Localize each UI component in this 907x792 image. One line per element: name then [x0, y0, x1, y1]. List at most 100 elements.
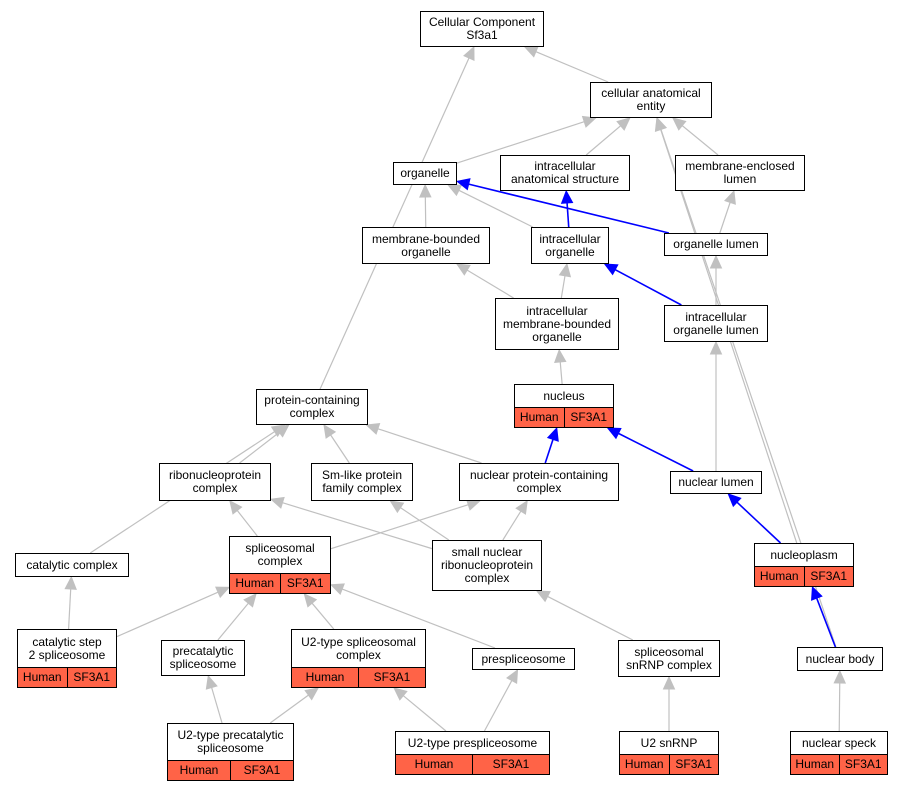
node-nuclear-speck[interactable]: nuclear speck Human SF3A1 — [790, 731, 888, 775]
node-membrane-enclosed-lumen[interactable]: membrane-enclosed lumen — [675, 155, 805, 191]
node-label: intracellular organelle lumen — [673, 309, 759, 337]
edge-pcc-to-cc — [319, 57, 470, 390]
node-label: Cellular Component Sf3a1 — [428, 15, 536, 42]
annotation-gene: SF3A1 — [563, 408, 613, 427]
annotation-species: Human — [396, 755, 472, 774]
node-label: catalytic step 2 spliceosome — [28, 634, 106, 662]
node-intracellular-organelle-lumen[interactable]: intracellular organelle lumen — [664, 305, 768, 342]
node-organelle-lumen[interactable]: organelle lumen — [664, 233, 768, 256]
edge-u2spc-to-spc — [311, 602, 335, 630]
node-sm-like-protein-family-complex[interactable]: Sm-like protein family complex — [311, 463, 413, 501]
edge-ns-to-nb — [838, 682, 841, 732]
annotation-row: Human SF3A1 — [18, 667, 116, 687]
node-nuclear-lumen[interactable]: nuclear lumen — [670, 471, 762, 494]
arrowhead-icon — [455, 263, 471, 276]
arrowhead-icon — [419, 183, 432, 198]
annotation-species: Human — [755, 567, 804, 586]
node-u2-type-prespliceosome[interactable]: U2-type prespliceosome Human SF3A1 — [395, 731, 550, 775]
node-label: Sm-like protein family complex — [321, 468, 403, 495]
node-label: prespliceosome — [481, 651, 566, 666]
node-label: nucleoplasm — [770, 547, 838, 562]
edge-organelle-to-cae — [456, 121, 585, 164]
arrowhead-icon — [727, 493, 742, 508]
edge-io-to-organelle — [458, 189, 534, 228]
node-label: protein-containing complex — [264, 393, 360, 420]
node-nuclear-protein-containing-complex[interactable]: nuclear protein-containing complex — [459, 463, 619, 501]
annotation-species: Human — [292, 668, 358, 687]
annotation-row: Human SF3A1 — [755, 566, 853, 586]
edge-u2presp-to-u2spc — [402, 695, 447, 732]
annotation-gene: SF3A1 — [838, 755, 887, 774]
annotation-gene: SF3A1 — [230, 761, 293, 780]
node-nucleus[interactable]: nucleus Human SF3A1 — [514, 384, 614, 428]
node-nucleoplasm[interactable]: nucleoplasm Human SF3A1 — [754, 543, 854, 587]
annotation-gene: SF3A1 — [358, 668, 425, 687]
node-small-nuclear-ribonucleoprotein-complex[interactable]: small nuclear ribonucleoprotein complex — [432, 540, 542, 591]
annotation-row: Human SF3A1 — [620, 754, 718, 774]
edge-imbo-to-io — [560, 275, 566, 299]
arrowhead-icon — [724, 189, 736, 205]
annotation-row: Human SF3A1 — [292, 667, 425, 687]
node-u2-type-spliceosomal-complex[interactable]: U2-type spliceosomal complex Human SF3A1 — [291, 629, 426, 688]
annotation-row: Human SF3A1 — [791, 754, 887, 774]
node-nuclear-body[interactable]: nuclear body — [797, 647, 883, 671]
node-membrane-bounded-organelle[interactable]: membrane-bounded organelle — [362, 227, 490, 264]
arrowhead-icon — [215, 586, 231, 599]
annotation-species: Human — [18, 668, 67, 687]
node-label: nucleus — [543, 388, 585, 403]
node-u2-type-precatalytic-spliceosome[interactable]: U2-type precatalytic spliceosome Human S… — [167, 723, 294, 781]
node-u2-snrnp[interactable]: U2 snRNP Human SF3A1 — [619, 731, 719, 775]
node-catalytic-complex[interactable]: catalytic complex — [15, 553, 129, 577]
node-intracellular-organelle[interactable]: intracellular organelle — [531, 227, 609, 264]
node-cellular-anatomical-entity[interactable]: cellular anatomical entity — [590, 82, 712, 118]
arrowhead-icon — [616, 117, 631, 131]
arrowhead-icon — [811, 585, 823, 601]
node-label: precatalytic spliceosome — [169, 644, 237, 671]
arrowhead-icon — [546, 426, 559, 442]
edge-spc-to-npc — [330, 504, 469, 550]
arrowhead-icon — [64, 575, 77, 590]
node-label: intracellular organelle — [539, 231, 601, 259]
arrowhead-icon — [329, 583, 345, 596]
node-intracellular-membrane-bounded-organelle[interactable]: intracellular membrane-bounded organelle — [495, 298, 619, 350]
edge-presp-to-spc — [341, 588, 496, 649]
node-spliceosomal-snrnp-complex[interactable]: spliceosomal snRNP complex — [618, 640, 720, 677]
annotation-gene: SF3A1 — [66, 668, 116, 687]
node-precatalytic-spliceosome[interactable]: precatalytic spliceosome — [161, 640, 245, 676]
annotation-gene: SF3A1 — [279, 574, 330, 593]
node-catalytic-step-2-spliceosome[interactable]: catalytic step 2 spliceosome Human SF3A1 — [17, 629, 117, 688]
arrowhead-icon — [833, 669, 847, 684]
node-label: U2-type prespliceosome — [407, 735, 538, 750]
node-intracellular-anatomical-structure[interactable]: intracellular anatomical structure — [500, 155, 630, 191]
annotation-gene: SF3A1 — [472, 755, 549, 774]
arrowhead-icon — [270, 424, 286, 438]
node-label: cellular anatomical entity — [601, 86, 701, 113]
node-cellular-component-sf3a1[interactable]: Cellular Component Sf3a1 — [420, 11, 544, 47]
arrowhead-icon — [560, 189, 574, 204]
node-organelle[interactable]: organelle — [393, 162, 457, 185]
node-ribonucleoprotein-complex[interactable]: ribonucleoprotein complex — [159, 463, 271, 501]
node-spliceosomal-complex[interactable]: spliceosomal complex Human SF3A1 — [229, 536, 331, 594]
edge-snrnp-to-npc — [502, 510, 522, 541]
edge-ssnrnp-to-snrnp — [547, 595, 634, 641]
annotation-species: Human — [791, 755, 839, 774]
node-prespliceosome[interactable]: prespliceosome — [472, 648, 575, 670]
edge-cs2-to-catc — [67, 588, 72, 630]
arrowhead-icon — [389, 500, 405, 514]
edge-snrnp-to-sm — [400, 507, 450, 541]
annotation-species: Human — [620, 755, 669, 774]
edge-spc-to-rnp — [236, 510, 258, 537]
edge-npc-to-pcc — [377, 428, 482, 464]
arrowhead-icon — [243, 593, 257, 608]
annotation-row: Human SF3A1 — [168, 760, 293, 780]
annotation-species: Human — [515, 408, 564, 427]
arrowhead-icon — [447, 184, 463, 197]
arrowhead-icon — [709, 254, 723, 269]
arrowhead-icon — [662, 675, 676, 690]
edge-u2presp-to-presp — [483, 680, 513, 732]
arrowhead-icon — [515, 499, 528, 515]
edge-u2precat-to-u2spc — [269, 694, 309, 724]
arrowhead-icon — [655, 116, 668, 132]
node-label: U2 snRNP — [640, 735, 698, 750]
node-protein-containing-complex[interactable]: protein-containing complex — [256, 389, 368, 425]
